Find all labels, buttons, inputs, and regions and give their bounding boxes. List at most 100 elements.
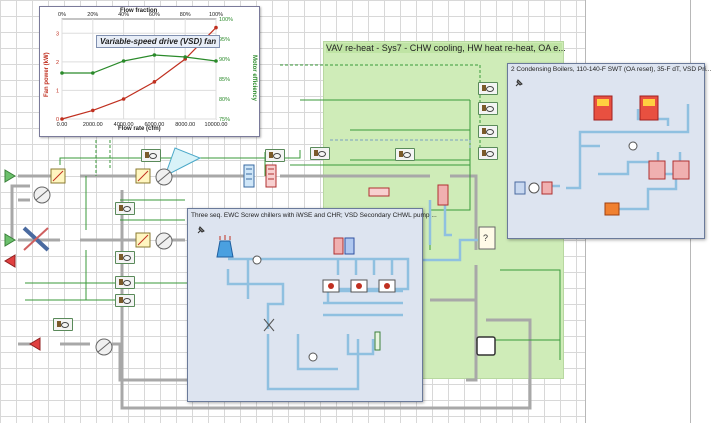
coil-icon[interactable] xyxy=(648,160,666,180)
air-inlet-icon[interactable] xyxy=(3,168,17,184)
zone-controller-icon[interactable]: ? xyxy=(478,226,496,250)
chart-data-point xyxy=(60,117,64,121)
chart-y2-tick-label: 90% xyxy=(219,57,230,63)
chart-y-tick-label: 2 xyxy=(56,60,59,66)
chart-y-tick-label: 3 xyxy=(56,31,59,37)
chart-y2-tick-label: 75% xyxy=(219,117,230,123)
boiler-panel-title: 2 Condensing Boilers, 110-140-F SWT (OA … xyxy=(511,66,711,73)
schedule-icon[interactable] xyxy=(478,102,498,115)
chiller-icon[interactable] xyxy=(322,279,340,293)
chart-x2-tick-label: 20% xyxy=(87,12,98,18)
schedule-icon[interactable] xyxy=(115,251,135,264)
chart-plot-area xyxy=(61,18,217,120)
chart-x2-tick-label: 60% xyxy=(149,12,160,18)
chart-data-point xyxy=(183,55,187,59)
chart-x2-tick-label: 80% xyxy=(180,12,191,18)
schedule-icon[interactable] xyxy=(115,294,135,307)
chart-data-point xyxy=(152,53,157,57)
chart-series-line xyxy=(62,54,217,74)
chart-data-point xyxy=(214,59,218,63)
schedule-icon[interactable] xyxy=(53,318,73,331)
coil-icon[interactable] xyxy=(242,164,256,188)
chart-x2-tick-label: 0% xyxy=(58,12,66,18)
fan-icon[interactable] xyxy=(152,166,176,188)
chart-y2-tick-label: 100% xyxy=(219,17,233,23)
coil-icon[interactable] xyxy=(264,164,278,188)
chiller-icon[interactable] xyxy=(333,237,355,255)
boiler-icon[interactable] xyxy=(592,94,614,122)
air-outlet-icon[interactable] xyxy=(3,253,17,269)
air-outlet-icon[interactable] xyxy=(28,336,42,352)
chiller-panel-title: Three seq. EWC Screw chillers with iWSE … xyxy=(191,212,437,219)
schedule-icon[interactable] xyxy=(478,82,498,95)
air-handler-icon[interactable] xyxy=(514,178,554,198)
chart-data-point xyxy=(152,80,157,84)
chart-y2-tick-label: 80% xyxy=(219,97,230,103)
chiller-icon[interactable] xyxy=(350,279,368,293)
chart-x-tick-label: 6000.00 xyxy=(144,122,164,128)
thermal-zone-icon[interactable] xyxy=(476,336,496,356)
valve-icon[interactable] xyxy=(262,317,276,333)
chart-y2-axis-label: Motor efficiency xyxy=(251,55,257,102)
chart-y-axis-label: Fan power (kW) xyxy=(44,52,50,97)
pump-icon[interactable] xyxy=(628,141,638,151)
fan-icon[interactable] xyxy=(152,230,176,252)
chart-data-point xyxy=(121,59,126,63)
chart-data-point xyxy=(60,71,64,75)
heat-recovery-icon[interactable] xyxy=(22,226,50,252)
sensor-icon[interactable] xyxy=(373,331,383,351)
chilled-water-piping xyxy=(226,257,410,391)
chart-y-tick-label: 0 xyxy=(56,117,59,123)
chart-x-tick-label: 8000.00 xyxy=(175,122,195,128)
chart-data-point xyxy=(91,108,95,113)
schedule-icon[interactable] xyxy=(395,148,415,161)
coil-icon[interactable] xyxy=(672,160,690,180)
chart-x-axis-label: Flow rate (cfm) xyxy=(118,126,161,132)
vav-panel-title: VAV re-heat - Sys7 - CHW cooling, HW hea… xyxy=(326,43,566,53)
chart-top-axis-label: Flow fraction xyxy=(120,8,158,14)
pin-icon[interactable] xyxy=(196,225,206,235)
chart-y-tick-label: 1 xyxy=(56,88,59,94)
pin-icon[interactable] xyxy=(514,78,524,88)
chart-x2-tick-label: 40% xyxy=(118,12,129,18)
cooling-tower-icon[interactable] xyxy=(214,233,236,259)
chart-y2-tick-label: 85% xyxy=(219,77,230,83)
air-inlet-icon[interactable] xyxy=(3,232,17,248)
schedule-icon[interactable] xyxy=(310,147,330,160)
schedule-icon[interactable] xyxy=(478,147,498,160)
boiler-plant-panel[interactable]: 2 Condensing Boilers, 110-140-F SWT (OA … xyxy=(507,63,711,239)
pump-icon[interactable] xyxy=(308,352,318,362)
chiller-icon[interactable] xyxy=(378,279,396,293)
chart-x-tick-label: 10000.00 xyxy=(205,122,228,128)
damper-icon[interactable] xyxy=(135,232,151,248)
chart-data-point xyxy=(91,71,95,75)
chiller-plant-panel[interactable]: Three seq. EWC Screw chillers with iWSE … xyxy=(187,208,437,402)
damper-icon[interactable] xyxy=(135,168,151,184)
damper-icon[interactable] xyxy=(50,168,66,184)
chart-y2-tick-label: 95% xyxy=(219,37,230,43)
schedule-icon[interactable] xyxy=(141,149,161,162)
chart-plot: 0.00 2000.00 4000.00 6000.00 8000.00 10000.00… xyxy=(56,12,233,128)
coil-icon[interactable] xyxy=(368,186,390,198)
schedule-icon[interactable] xyxy=(265,149,285,162)
chart-x-tick-label: 2000.00 xyxy=(83,122,103,128)
boiler-icon[interactable] xyxy=(638,94,660,122)
chart-x2-tick-label: 100% xyxy=(209,12,223,18)
schedule-icon[interactable] xyxy=(478,125,498,138)
chart-series-line xyxy=(61,27,217,120)
schedule-icon[interactable] xyxy=(115,202,135,215)
heat-exchanger-icon[interactable] xyxy=(604,202,620,216)
schedule-icon[interactable] xyxy=(115,276,135,289)
fan-icon[interactable] xyxy=(30,184,54,206)
vsd-fan-curve-popup[interactable]: 0.00 2000.00 4000.00 6000.00 8000.00 10000.00… xyxy=(39,6,260,137)
chart-data-point xyxy=(121,97,126,101)
chart-x-tick-label: 0.00 xyxy=(57,122,68,128)
svg-text:?: ? xyxy=(483,233,488,243)
fan-icon[interactable] xyxy=(92,336,116,358)
chart-data-point xyxy=(214,25,218,30)
reheat-coil-icon[interactable] xyxy=(436,184,450,206)
chart-x-tick-label: 4000.00 xyxy=(114,122,134,128)
pump-icon[interactable] xyxy=(252,255,262,265)
chart-title: Variable-speed drive (VSD) fan xyxy=(96,35,221,48)
